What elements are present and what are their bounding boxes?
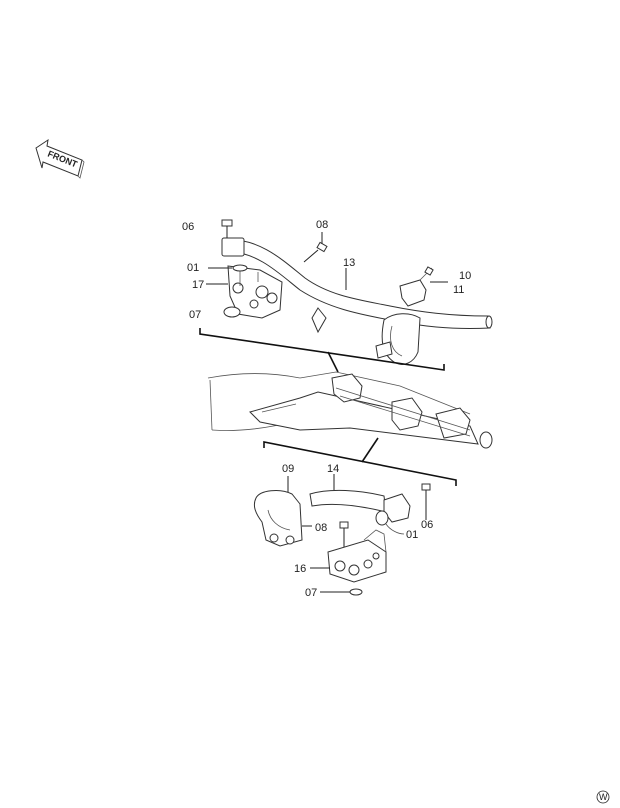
lower-detail: 09 14 08 06 01 16 07: [253, 441, 457, 599]
watermark: W: [596, 790, 610, 804]
label-01-upper: 01: [187, 262, 199, 274]
label-07-lower: 07: [305, 587, 317, 599]
valve-16: [327, 529, 387, 583]
mount-09: [253, 490, 303, 547]
upper-detail-bracket: [199, 328, 445, 371]
label-01-lower: 01: [406, 529, 418, 541]
tube-clamp: [399, 266, 434, 307]
label-07-upper: 07: [189, 309, 201, 321]
tube-14: [309, 489, 411, 523]
mount-bracket: [375, 313, 421, 365]
label-08-upper: 08: [316, 219, 328, 231]
label-17: 17: [192, 279, 204, 291]
front-arrow: FRONT: [35, 138, 85, 179]
o-ring-01-lower: [375, 510, 389, 526]
label-13: 13: [343, 257, 355, 269]
label-06-upper: 06: [182, 221, 194, 233]
spacer-diamond: [311, 307, 327, 334]
o-ring-07-lower: [349, 588, 363, 596]
lower-detail-bracket: [263, 441, 457, 486]
label-14: 14: [327, 463, 339, 475]
valve-17: [221, 237, 283, 319]
boom-assembly: [207, 371, 493, 463]
watermark-label: W: [599, 792, 608, 802]
label-08-lower: 08: [315, 522, 327, 534]
bolt-08-upper: [303, 241, 328, 263]
label-10: 10: [459, 270, 471, 282]
bolt-06-upper: [221, 219, 233, 238]
bolt-06-lower: [421, 483, 431, 512]
tube-13: [227, 239, 493, 330]
label-06-lower: 06: [421, 519, 433, 531]
label-11: 11: [453, 284, 464, 296]
upper-detail: 06 08 13 01 17 10 11 07: [182, 219, 493, 373]
bolt-08-lower: [339, 521, 349, 548]
label-09: 09: [282, 463, 294, 475]
label-16: 16: [294, 563, 306, 575]
o-ring-01-upper: [232, 264, 248, 272]
